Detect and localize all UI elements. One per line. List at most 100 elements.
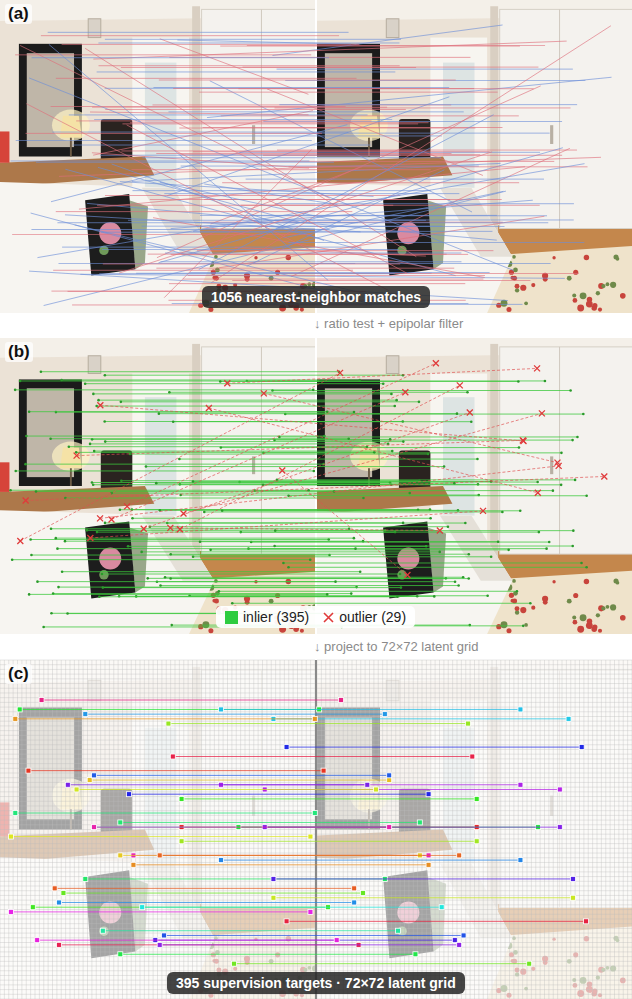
inlier-point (140, 551, 143, 554)
rug-pattern (606, 282, 610, 286)
match-line (200, 215, 497, 216)
match-line (36, 162, 334, 163)
target-cell (308, 909, 313, 914)
match-line (127, 125, 407, 273)
step-label: ↓ project to 72×72 latent grid (312, 639, 480, 654)
match-line (52, 132, 348, 133)
target-line (287, 921, 587, 922)
target-cell (179, 796, 184, 801)
match-line (263, 155, 562, 156)
inlier-point (274, 529, 277, 532)
rug-pattern (214, 579, 218, 583)
inlier-line (97, 532, 395, 533)
inlier-point (519, 509, 522, 512)
target-cell (8, 834, 13, 839)
match-line (246, 179, 544, 180)
inlier-line (41, 371, 339, 372)
rug-pattern (596, 613, 600, 617)
inlier-line (272, 390, 570, 391)
inlier-point (571, 439, 574, 442)
outlier-line (264, 393, 558, 462)
target-cell (527, 961, 532, 966)
inlier-point (57, 586, 60, 589)
inlier-point (400, 586, 403, 589)
match-line (146, 135, 442, 136)
match-line (203, 127, 503, 128)
target-cell (284, 919, 289, 924)
outlier-mark (520, 438, 526, 444)
inlier-line (289, 495, 587, 496)
match-line (97, 71, 396, 72)
inlier-point (19, 380, 22, 383)
match-line (26, 133, 322, 134)
target-line (15, 718, 315, 719)
inlier-line (275, 546, 573, 547)
outlier-mark (261, 390, 267, 396)
inlier-point (218, 590, 221, 593)
match-line (177, 40, 351, 44)
inlier-line (211, 549, 509, 550)
legend-text: outlier (29) (339, 609, 406, 625)
rug-pattern (567, 276, 572, 281)
rug-pattern (601, 284, 605, 288)
match-line (247, 170, 445, 267)
target-cell (474, 796, 479, 801)
match-line (181, 166, 479, 167)
rug-pattern (573, 298, 578, 303)
inlier-point (545, 547, 548, 550)
match-line (121, 150, 419, 151)
inlier-point (438, 551, 441, 554)
match-line (168, 111, 463, 112)
inlier-point (576, 436, 579, 439)
pillow-flower (99, 547, 121, 569)
rug-pattern (512, 255, 516, 259)
rug-pattern (208, 628, 213, 633)
target-cell (426, 862, 431, 867)
rug-pattern (506, 307, 511, 312)
outlier-mark (141, 526, 147, 532)
inlier-point (120, 401, 123, 404)
inlier-point (92, 393, 95, 396)
inlier-line (37, 581, 335, 582)
target-cell (426, 792, 431, 797)
inlier-point (287, 566, 290, 569)
inlier-line (193, 556, 491, 557)
target-cell (457, 853, 462, 858)
target-line (37, 940, 337, 941)
outlier-mark (74, 453, 80, 459)
rug-pattern (531, 606, 535, 610)
door-handle (550, 125, 553, 144)
vent (386, 19, 399, 38)
target-line (15, 813, 315, 814)
inlier-point (326, 410, 329, 413)
outlier-mark (556, 463, 562, 469)
inlier-line (56, 538, 354, 539)
inlier-point (146, 577, 149, 580)
rug-pattern (620, 615, 626, 621)
outlier-line (144, 412, 470, 528)
outlier-line (20, 373, 340, 541)
target-line (68, 784, 368, 785)
target-cell (57, 900, 62, 905)
target-cell (321, 768, 326, 773)
red-object (0, 462, 9, 492)
inlier-point (170, 624, 173, 627)
match-line (69, 114, 368, 115)
match-line (105, 109, 406, 110)
match-line (65, 215, 361, 232)
rug-pattern (610, 282, 616, 288)
inlier-point (350, 592, 353, 595)
outlier-mark (337, 370, 343, 376)
inlier-point (454, 580, 457, 583)
match-line (26, 104, 388, 291)
target-cell (83, 712, 88, 717)
target-cell (334, 938, 339, 943)
match-line (16, 140, 312, 141)
inlier-point (127, 545, 130, 548)
inlier-point (28, 593, 31, 596)
inlier-line (99, 596, 397, 597)
outlier-mark (534, 365, 540, 371)
match-line (159, 80, 456, 81)
inlier-point (408, 492, 411, 495)
inlier-point (68, 445, 71, 448)
